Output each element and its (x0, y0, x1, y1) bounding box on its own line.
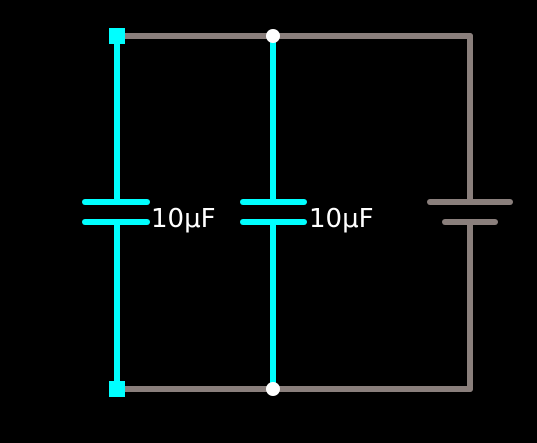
capacitor-1-label: 10μF (151, 204, 216, 234)
terminal-top-square[interactable] (109, 28, 125, 44)
capacitor-2[interactable]: 10μF (240, 33, 374, 392)
terminal-bottom-square[interactable] (109, 381, 125, 397)
junction-top-node[interactable] (266, 29, 280, 43)
capacitor-1[interactable]: 10μF (82, 33, 216, 392)
capacitor-2-label: 10μF (309, 204, 374, 234)
junction-bottom-node[interactable] (266, 382, 280, 396)
wires-gray (114, 33, 473, 392)
battery[interactable] (427, 199, 513, 225)
